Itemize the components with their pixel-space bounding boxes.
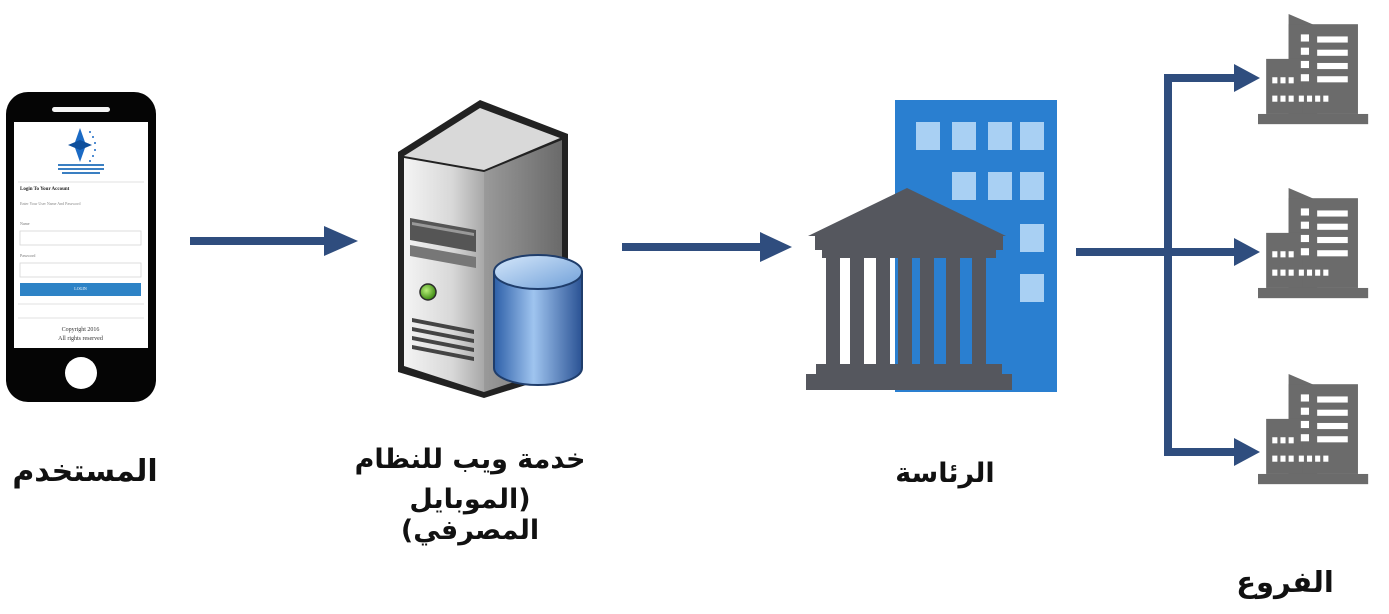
mobile-phone-icon <box>6 92 156 402</box>
branch-building-icon-1 <box>1258 14 1369 125</box>
headquarters-label: الرئاسة <box>895 458 995 489</box>
arrow-service-to-headquarters <box>622 232 792 262</box>
branch-building-icon-2 <box>1258 188 1369 299</box>
power-led-icon <box>419 283 437 301</box>
password-input[interactable] <box>19 262 142 278</box>
phone-login-button-label[interactable]: LOGIN <box>74 286 87 291</box>
login-button[interactable] <box>20 283 141 296</box>
user-label: المستخدم <box>12 454 158 489</box>
web-service-label-line1: خدمة ويب للنظام <box>354 444 586 475</box>
branch-building-icon-3 <box>1258 374 1369 485</box>
bank-logo-icon <box>68 128 96 162</box>
arrow-user-to-service <box>190 226 358 256</box>
phone-name-label: Name <box>20 221 30 226</box>
branches-label: الفروع <box>1236 565 1334 599</box>
database-icon <box>493 254 583 386</box>
bank-building-icon <box>806 188 1012 390</box>
phone-copyright-line1: Copyright 2016 <box>61 327 100 333</box>
arrows-headquarters-to-branches <box>1076 64 1260 466</box>
headquarters-icon <box>806 100 1057 392</box>
phone-password-label: Password <box>20 253 36 258</box>
phone-login-title: Login To Your Account <box>20 187 70 192</box>
web-service-label-line2: (الموبايل المصرفي) <box>400 484 540 546</box>
phone-copyright-line2: All rights reserved <box>58 336 103 342</box>
phone-login-subtitle: Enter Your User Name And Password <box>20 201 81 206</box>
name-input[interactable] <box>19 230 142 246</box>
